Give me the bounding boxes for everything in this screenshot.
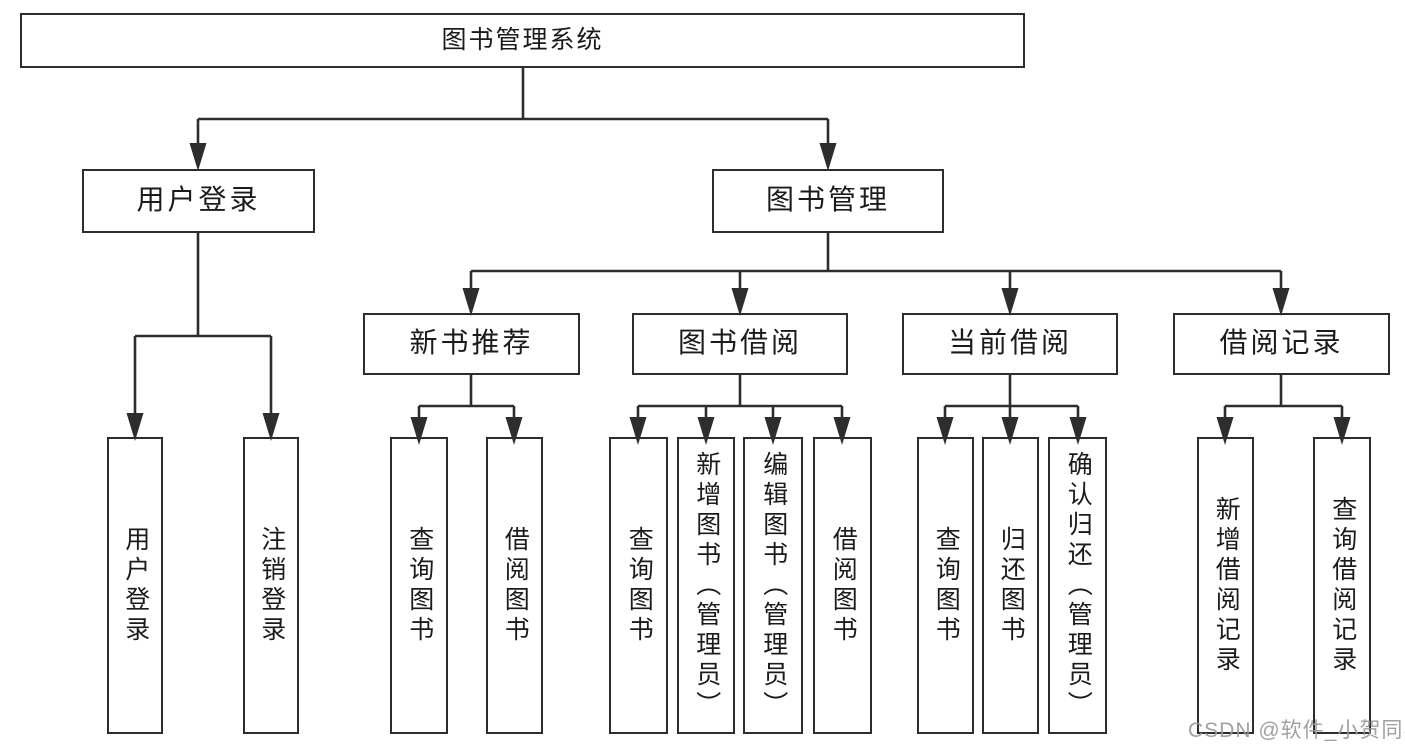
leaf-confirm-return-admin: 确认归还（管理员）	[1048, 437, 1107, 734]
arrowhead	[819, 143, 837, 171]
leaf-return-books: 归还图书	[982, 437, 1039, 734]
leaf-add-books-admin: 新增图书（管理员）	[677, 437, 735, 734]
leaf-query-books-recommend: 查询图书	[390, 437, 448, 734]
node-new-book-recommend: 新书推荐	[363, 313, 580, 375]
leaf-query-books-borrow: 查询图书	[609, 437, 668, 734]
leaf-edit-books-admin: 编辑图书（管理员）	[743, 437, 803, 734]
node-library-management-system: 图书管理系统	[20, 13, 1025, 68]
connector-user-login	[135, 233, 271, 338]
node-book-borrow: 图书借阅	[632, 313, 848, 375]
connector-book-management	[471, 233, 1281, 273]
connector-borrow-records	[1225, 375, 1342, 408]
node-current-borrow: 当前借阅	[902, 313, 1118, 375]
leaf-borrow-books: 借阅图书	[813, 437, 872, 734]
node-book-management: 图书管理	[712, 169, 944, 233]
arrowhead	[189, 143, 207, 171]
leaf-query-books-current: 查询图书	[917, 437, 974, 734]
connector-current-borrow	[945, 375, 1078, 408]
leaf-user-login: 用户登录	[107, 437, 163, 734]
leaf-borrow-books-recommend: 借阅图书	[486, 437, 543, 734]
connector-root	[198, 68, 828, 121]
csdn-watermark: CSDN @软件_小贺同学	[1188, 719, 1405, 742]
connector-new-book	[419, 375, 514, 408]
node-borrow-records: 借阅记录	[1173, 313, 1390, 375]
leaf-logout: 注销登录	[243, 437, 299, 734]
node-user-login: 用户登录	[82, 169, 315, 233]
leaf-add-borrow-record: 新增借阅记录	[1197, 437, 1254, 734]
leaf-query-borrow-record: 查询借阅记录	[1313, 437, 1371, 734]
connector-book-borrow	[638, 375, 842, 408]
